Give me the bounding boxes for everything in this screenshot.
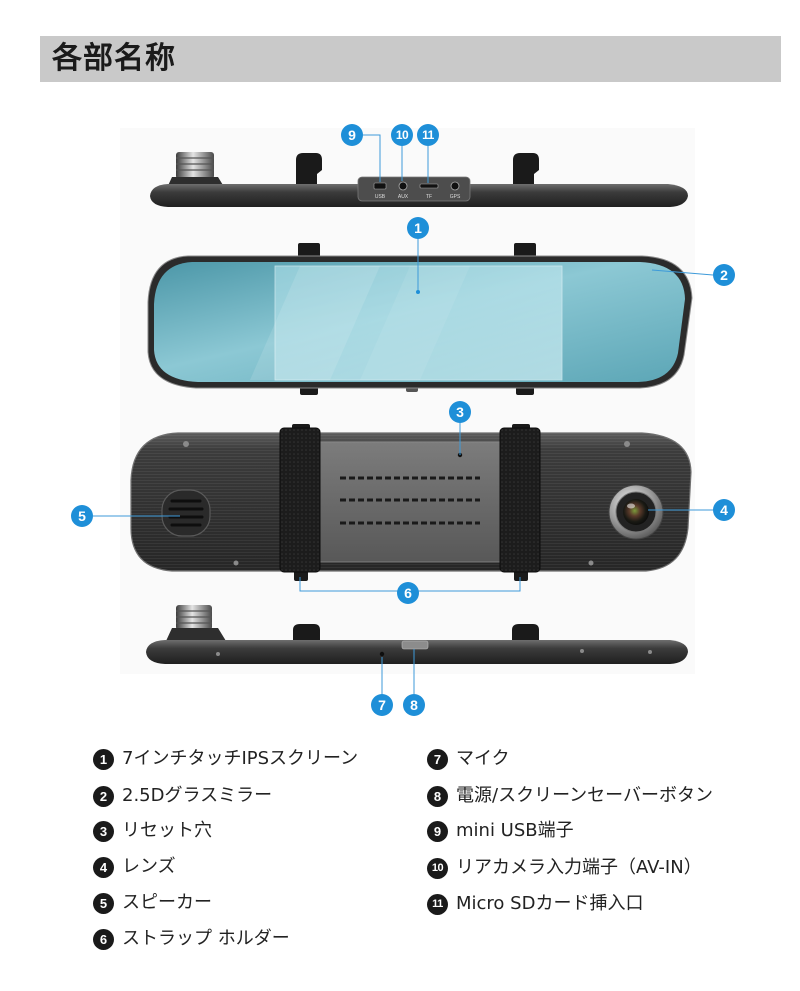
- legend-badge: 3: [93, 820, 114, 842]
- legend-label: mini USB端子: [456, 820, 574, 841]
- port-label-aux: AUX: [398, 194, 409, 200]
- legend-badge: 4: [93, 856, 114, 878]
- callout-2: 2: [713, 264, 735, 286]
- sd-card-slot: [419, 183, 439, 189]
- legend-label: ストラップ ホルダー: [122, 928, 290, 949]
- microphone-hole: [379, 651, 385, 657]
- legend-item-7: 7 マイク: [427, 747, 510, 771]
- bottom-clip-left: [293, 624, 320, 641]
- callout-10: 10: [391, 124, 413, 146]
- legend-item-4: 4 レンズ: [93, 855, 176, 879]
- legend-item-3: 3 リセット穴: [93, 819, 212, 843]
- legend-badge: 10: [427, 857, 448, 879]
- strap-right: [499, 427, 541, 573]
- screw: [183, 441, 189, 447]
- legend-badge: 1: [93, 748, 114, 770]
- camera-lens: [608, 484, 664, 540]
- port-label-tf: TF: [426, 194, 432, 200]
- legend-label: リセット穴: [122, 820, 212, 841]
- callout-1: 1: [407, 217, 429, 239]
- device-back-view: [130, 424, 692, 581]
- callout-4: 4: [713, 499, 735, 521]
- port-label-gps: GPS: [450, 194, 461, 200]
- legend-badge: 11: [427, 893, 448, 915]
- mini-usb-port: [373, 182, 387, 190]
- screw: [588, 560, 594, 566]
- legend-label: レンズ: [122, 856, 176, 877]
- screw: [648, 650, 652, 654]
- legend-item-5: 5 スピーカー: [93, 891, 212, 915]
- callout-11: 11: [417, 124, 439, 146]
- legend-label: 2.5Dグラスミラー: [122, 785, 273, 806]
- callout-5: 5: [71, 505, 93, 527]
- glass-reflection-2: [360, 266, 470, 380]
- legend-item-9: 9 mini USB端子: [427, 819, 574, 843]
- screw: [580, 649, 584, 653]
- screw: [233, 560, 239, 566]
- legend-item-6: 6 ストラップ ホルダー: [93, 927, 290, 951]
- front-top-tab-right: [514, 243, 536, 258]
- legend-badge: 8: [427, 785, 448, 807]
- port-panel: [357, 176, 471, 202]
- glass-reflection: [250, 266, 380, 380]
- screw: [216, 652, 220, 656]
- gps-port: [450, 181, 460, 191]
- legend-label: リアカメラ入力端子（AV-IN）: [456, 857, 702, 878]
- section-title: 各部名称: [52, 41, 176, 76]
- callout-line-9: [363, 134, 381, 182]
- legend-item-8: 8 電源/スクリーンセーバーボタン: [427, 784, 713, 808]
- port-label-usb: USB: [375, 194, 386, 200]
- callout-7: 7: [371, 694, 393, 716]
- callout-6: 6: [397, 582, 419, 604]
- callout-3: 3: [449, 401, 471, 423]
- legend-item-1: 1 7インチタッチIPSスクリーン: [93, 747, 358, 771]
- legend-item-2: 2 2.5Dグラスミラー: [93, 784, 272, 808]
- callout-dot-1: [416, 290, 420, 294]
- mount-plate: [314, 441, 503, 563]
- callout-8: 8: [403, 694, 425, 716]
- camera-mount-bottom: [166, 605, 226, 641]
- callout-line-2: [651, 269, 714, 276]
- legend-badge: 9: [427, 820, 448, 842]
- legend-badge: 6: [93, 928, 114, 950]
- legend-label: 7インチタッチIPSスクリーン: [122, 748, 359, 769]
- bottom-clip-right: [512, 624, 539, 641]
- front-top-tab-left: [298, 243, 320, 258]
- section-header: 各部名称: [40, 36, 781, 82]
- device-top-view: USB AUX TF GPS: [150, 152, 688, 207]
- strap-left: [279, 427, 321, 573]
- callout-9: 9: [341, 124, 363, 146]
- legend-badge: 7: [427, 748, 448, 770]
- legend-badge: 5: [93, 892, 114, 914]
- bottom-body: [146, 640, 688, 664]
- top-clip-left: [296, 153, 322, 184]
- legend-label: スピーカー: [122, 892, 212, 913]
- av-in-port: [398, 181, 408, 191]
- screw: [624, 441, 630, 447]
- legend-label: マイク: [456, 748, 510, 769]
- power-button: [401, 640, 429, 650]
- top-clip-right: [513, 153, 539, 184]
- legend-item-11: 11 Micro SDカード挿入口: [427, 892, 643, 916]
- legend-label: Micro SDカード挿入口: [456, 893, 644, 914]
- legend-label: 電源/スクリーンセーバーボタン: [456, 785, 713, 806]
- device-bottom-view: [146, 605, 688, 664]
- device-front-view: [147, 243, 693, 395]
- legend-item-10: 10 リアカメラ入力端子（AV-IN）: [427, 856, 702, 880]
- speaker-grille: [161, 489, 211, 537]
- legend-badge: 2: [93, 785, 114, 807]
